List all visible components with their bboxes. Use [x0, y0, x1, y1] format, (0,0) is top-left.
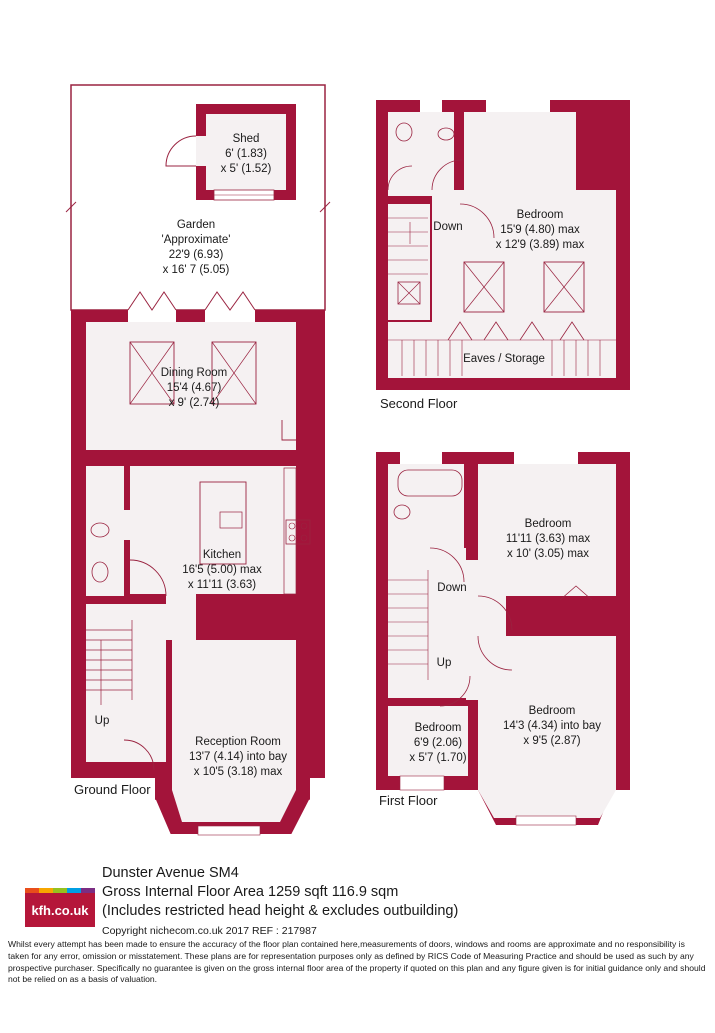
ground-stairs-up: Up	[95, 715, 110, 727]
copyright: Copyright nichecom.co.uk 2017 REF : 2179…	[102, 925, 317, 937]
first-bedroom-rear-dim2: x 10' (3.05) max	[507, 548, 589, 560]
eaves-storage: Eaves / Storage	[463, 353, 545, 365]
first-stairs-up: Up	[437, 657, 452, 669]
area-note: (Includes restricted head height & exclu…	[102, 903, 459, 919]
first-bedroom-small-name: Bedroom	[415, 722, 462, 734]
property-summary: Dunster Avenue SM4 Gross Internal Floor …	[102, 864, 458, 921]
first-floor-plan	[376, 452, 630, 826]
reception-dim2: x 10'5 (3.18) max	[194, 766, 283, 778]
shed-dim1: 6' (1.83)	[225, 148, 267, 160]
logo-color-strip	[25, 888, 95, 893]
kitchen-dim2: x 11'11 (3.63)	[188, 579, 256, 591]
first-bedroom-rear-name: Bedroom	[525, 518, 572, 530]
first-bedroom-front-dim1: 14'3 (4.34) into bay	[503, 720, 601, 732]
garden-dim1: 22'9 (6.93)	[169, 249, 224, 261]
floor-area: Gross Internal Floor Area 1259 sqft 116.…	[102, 884, 399, 900]
reception-dim1: 13'7 (4.14) into bay	[189, 751, 287, 763]
garden-note: 'Approximate'	[162, 234, 231, 246]
first-bedroom-front-name: Bedroom	[529, 705, 576, 717]
kitchen-dim1: 16'5 (5.00) max	[182, 564, 262, 576]
second-floor-label: Second Floor	[380, 396, 458, 411]
disclaimer: Whilst every attempt has been made to en…	[8, 939, 706, 985]
kitchen-name: Kitchen	[203, 549, 241, 561]
garden-dim2: x 16' 7 (5.05)	[163, 264, 230, 276]
first-bedroom-front-dim2: x 9'5 (2.87)	[523, 735, 580, 747]
second-bedroom-dim1: 15'9 (4.80) max	[500, 224, 580, 236]
shed	[165, 104, 296, 201]
shed-name: Shed	[233, 133, 260, 145]
first-floor-label: First Floor	[379, 793, 438, 808]
second-bedroom-name: Bedroom	[517, 209, 564, 221]
ground-floor-label: Ground Floor	[74, 782, 151, 797]
second-bedroom-dim2: x 12'9 (3.89) max	[496, 239, 585, 251]
first-bedroom-small-dim2: x 5'7 (1.70)	[409, 752, 466, 764]
first-bedroom-rear-dim1: 11'11 (3.63) max	[506, 533, 590, 545]
shed-dim2: x 5' (1.52)	[221, 163, 272, 175]
first-bedroom-small-dim1: 6'9 (2.06)	[414, 737, 462, 749]
reception-name: Reception Room	[195, 736, 281, 748]
second-stairs-down: Down	[433, 221, 462, 233]
second-floor-plan	[376, 100, 630, 390]
address: Dunster Avenue SM4	[102, 865, 239, 881]
kfh-logo: kfh.co.uk	[25, 893, 95, 927]
dining-dim1: 15'4 (4.67)	[167, 382, 222, 394]
garden-name: Garden	[177, 219, 215, 231]
dining-dim2: x 9' (2.74)	[169, 397, 220, 409]
ground-floor-house	[71, 291, 325, 836]
first-stairs-down: Down	[437, 582, 466, 594]
dining-name: Dining Room	[161, 367, 227, 379]
